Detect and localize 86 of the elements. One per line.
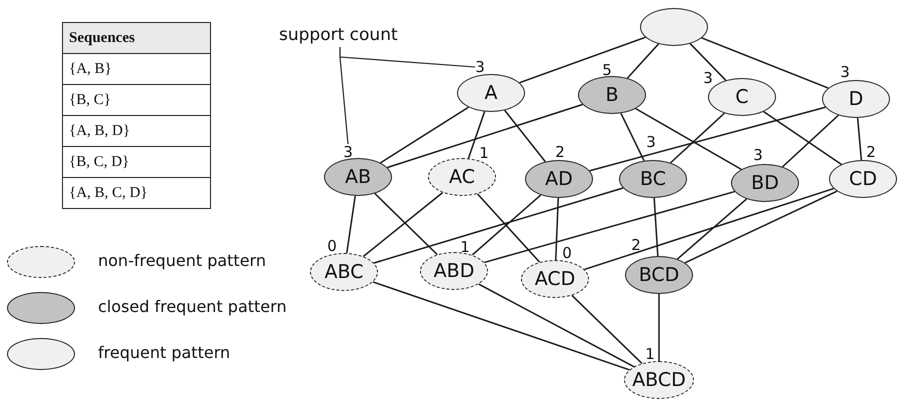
support-count: 1 <box>479 144 489 162</box>
pattern-label: ABCD <box>632 369 686 391</box>
legend-label: closed frequent pattern <box>98 297 287 316</box>
connector-line <box>670 112 725 164</box>
connector-line <box>571 294 643 364</box>
pattern-label: C <box>735 86 749 108</box>
connector-line <box>856 118 862 160</box>
connector-line <box>626 43 660 79</box>
connector-line <box>653 198 659 256</box>
annotation-text: support count <box>279 25 398 45</box>
support-count: 2 <box>866 143 876 161</box>
connector-line <box>472 194 542 256</box>
table-cell: {A, B, C, D} <box>62 178 210 208</box>
leader-line <box>339 47 349 144</box>
connector-line <box>372 281 630 371</box>
connector-line <box>684 190 838 264</box>
support-count: 2 <box>555 143 565 161</box>
pattern-label: CD <box>849 168 877 190</box>
pattern-ellipse <box>310 253 378 291</box>
pattern-ellipse <box>619 160 687 198</box>
connector-line <box>519 36 646 84</box>
pattern-ellipse <box>829 160 897 198</box>
support-count: 3 <box>343 143 353 161</box>
support-count: 0 <box>327 237 337 255</box>
connector-line <box>555 198 559 260</box>
pattern-label: D <box>848 88 864 110</box>
connector-line <box>468 111 486 159</box>
connector-line <box>763 111 842 165</box>
connector-line <box>387 104 583 168</box>
support-count: 3 <box>840 63 850 81</box>
pattern-ellipse <box>731 164 799 202</box>
connector-line <box>676 198 748 260</box>
pattern-ellipse <box>822 80 890 118</box>
connector-line <box>374 192 438 256</box>
pattern-ellipse <box>457 74 525 112</box>
table-header: Sequences <box>62 22 210 54</box>
support-count: 3 <box>475 58 485 76</box>
legend-label: non-frequent pattern <box>98 251 266 270</box>
pattern-ellipse <box>521 260 589 298</box>
support-count: 3 <box>753 146 763 164</box>
legend-label: frequent pattern <box>98 343 230 362</box>
support-count: 1 <box>645 345 655 363</box>
pattern-label: BD <box>751 172 779 194</box>
pattern-label: A <box>484 82 498 104</box>
table-cell: {B, C} <box>62 84 210 116</box>
pattern-ellipse <box>625 256 693 294</box>
connector-line <box>504 110 546 162</box>
table-cell: {A, B} <box>62 54 210 84</box>
support-count: 2 <box>631 236 641 254</box>
pattern-ellipse <box>420 252 488 290</box>
pattern-label: BCD <box>638 264 680 286</box>
connector-line <box>589 106 826 172</box>
pattern-ellipse <box>624 361 694 399</box>
pattern-label: AC <box>449 166 475 188</box>
pattern-ellipse <box>525 160 593 198</box>
pattern-label: AD <box>545 168 573 190</box>
connector-line <box>782 114 839 168</box>
support-count: 3 <box>703 69 713 87</box>
pattern-label: AB <box>344 166 372 188</box>
table-cell: {A, B, D} <box>62 116 210 146</box>
connector-line <box>658 294 660 361</box>
root-ellipse <box>640 8 708 46</box>
connector-line <box>380 106 469 164</box>
pattern-label: ACD <box>534 268 576 290</box>
connector-line <box>476 193 540 263</box>
connector-line <box>374 187 624 264</box>
pattern-ellipse <box>324 158 392 196</box>
connector-line <box>635 108 742 170</box>
support-count: 3 <box>646 133 656 151</box>
connector-line <box>362 192 444 257</box>
table-cell: {B, C, D} <box>62 146 210 178</box>
connector-line <box>484 190 735 264</box>
support-count: 1 <box>460 238 470 256</box>
pattern-label: BC <box>640 168 666 190</box>
pattern-ellipse <box>578 76 646 114</box>
connector-line <box>701 37 829 89</box>
connector-line <box>478 283 635 368</box>
connector-line <box>584 188 834 270</box>
support-count: 0 <box>562 244 572 262</box>
connector-line <box>690 43 726 81</box>
pattern-label: B <box>605 84 619 106</box>
pattern-label: ABD <box>434 260 474 282</box>
support-count: 5 <box>602 61 612 79</box>
pattern-label: ABC <box>324 261 364 283</box>
connector-line <box>346 196 356 254</box>
connector-line <box>620 113 645 161</box>
